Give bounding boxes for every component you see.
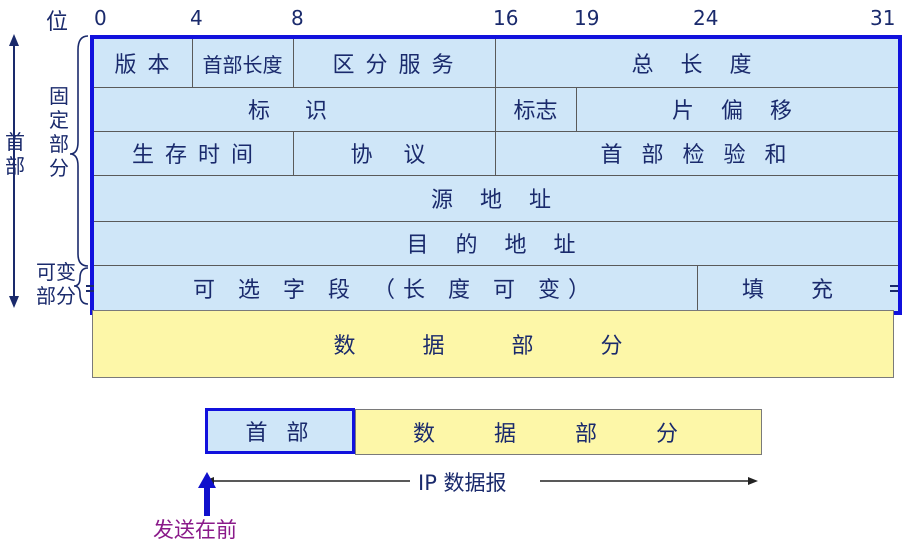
field-source-address: 源 地 址	[431, 188, 561, 213]
edge-mark	[86, 285, 94, 287]
field-fragment-offset: 片 偏 移	[672, 99, 802, 124]
bit-label: 位	[46, 10, 69, 35]
field-header-length: 首部长度	[202, 52, 283, 77]
field-diff-services: 区 分 服 务	[332, 53, 456, 78]
send-first-label: 发送在前	[153, 518, 237, 542]
col-divider	[697, 265, 698, 311]
row-divider	[94, 87, 898, 88]
variable-part-brace	[73, 267, 89, 305]
field-flags: 标志	[513, 99, 558, 124]
col-divider	[293, 39, 294, 87]
col-divider	[495, 87, 496, 131]
fixed-part-label: 固定部分	[49, 84, 69, 180]
header-side-label: 首部	[5, 130, 25, 178]
datagram-data: 数 据 部 分	[355, 409, 762, 455]
col-divider	[293, 131, 294, 175]
row-divider	[94, 175, 898, 176]
field-identification: 标 识	[248, 99, 341, 124]
field-total-length: 总 长 度	[631, 53, 762, 78]
bit-tick-19: 19	[574, 6, 600, 30]
data-part: 数 据 部 分	[92, 310, 894, 378]
send-first-arrow	[198, 472, 216, 516]
ip-header-block: 版 本 首部长度 区 分 服 务 总 长 度 标 识 标志 片 偏 移 生 存 …	[90, 35, 902, 315]
row-divider	[94, 265, 898, 266]
field-version: 版 本	[114, 53, 172, 78]
bit-tick-4: 4	[190, 6, 203, 30]
field-padding: 填 充	[742, 278, 853, 303]
field-ttl: 生 存 时 间	[132, 143, 255, 168]
col-divider	[192, 39, 193, 87]
col-divider	[576, 87, 577, 131]
field-options: 可 选 字 段 （长 度 可 变）	[193, 278, 598, 303]
fixed-part-brace	[69, 35, 89, 267]
bit-tick-24: 24	[693, 6, 719, 30]
row-divider	[94, 131, 898, 132]
field-checksum: 首 部 检 验 和	[600, 143, 793, 168]
edge-mark	[890, 290, 898, 292]
side-annotations	[9, 34, 89, 308]
bit-tick-31: 31	[870, 6, 896, 30]
col-divider	[495, 39, 496, 87]
bit-tick-8: 8	[291, 6, 304, 30]
bit-tick-0: 0	[94, 6, 107, 30]
edge-mark	[890, 285, 898, 287]
ip-datagram-label: IP 数据报	[418, 471, 507, 495]
row-divider	[94, 221, 898, 222]
bit-tick-16: 16	[493, 6, 519, 30]
header-arrow	[9, 34, 19, 308]
field-dest-address: 目 的 地 址	[406, 233, 586, 258]
edge-mark	[86, 290, 94, 292]
datagram-header: 首 部	[205, 408, 355, 454]
field-protocol: 协 议	[350, 143, 438, 168]
variable-part-label: 可变部分	[36, 260, 76, 308]
col-divider	[495, 131, 496, 175]
